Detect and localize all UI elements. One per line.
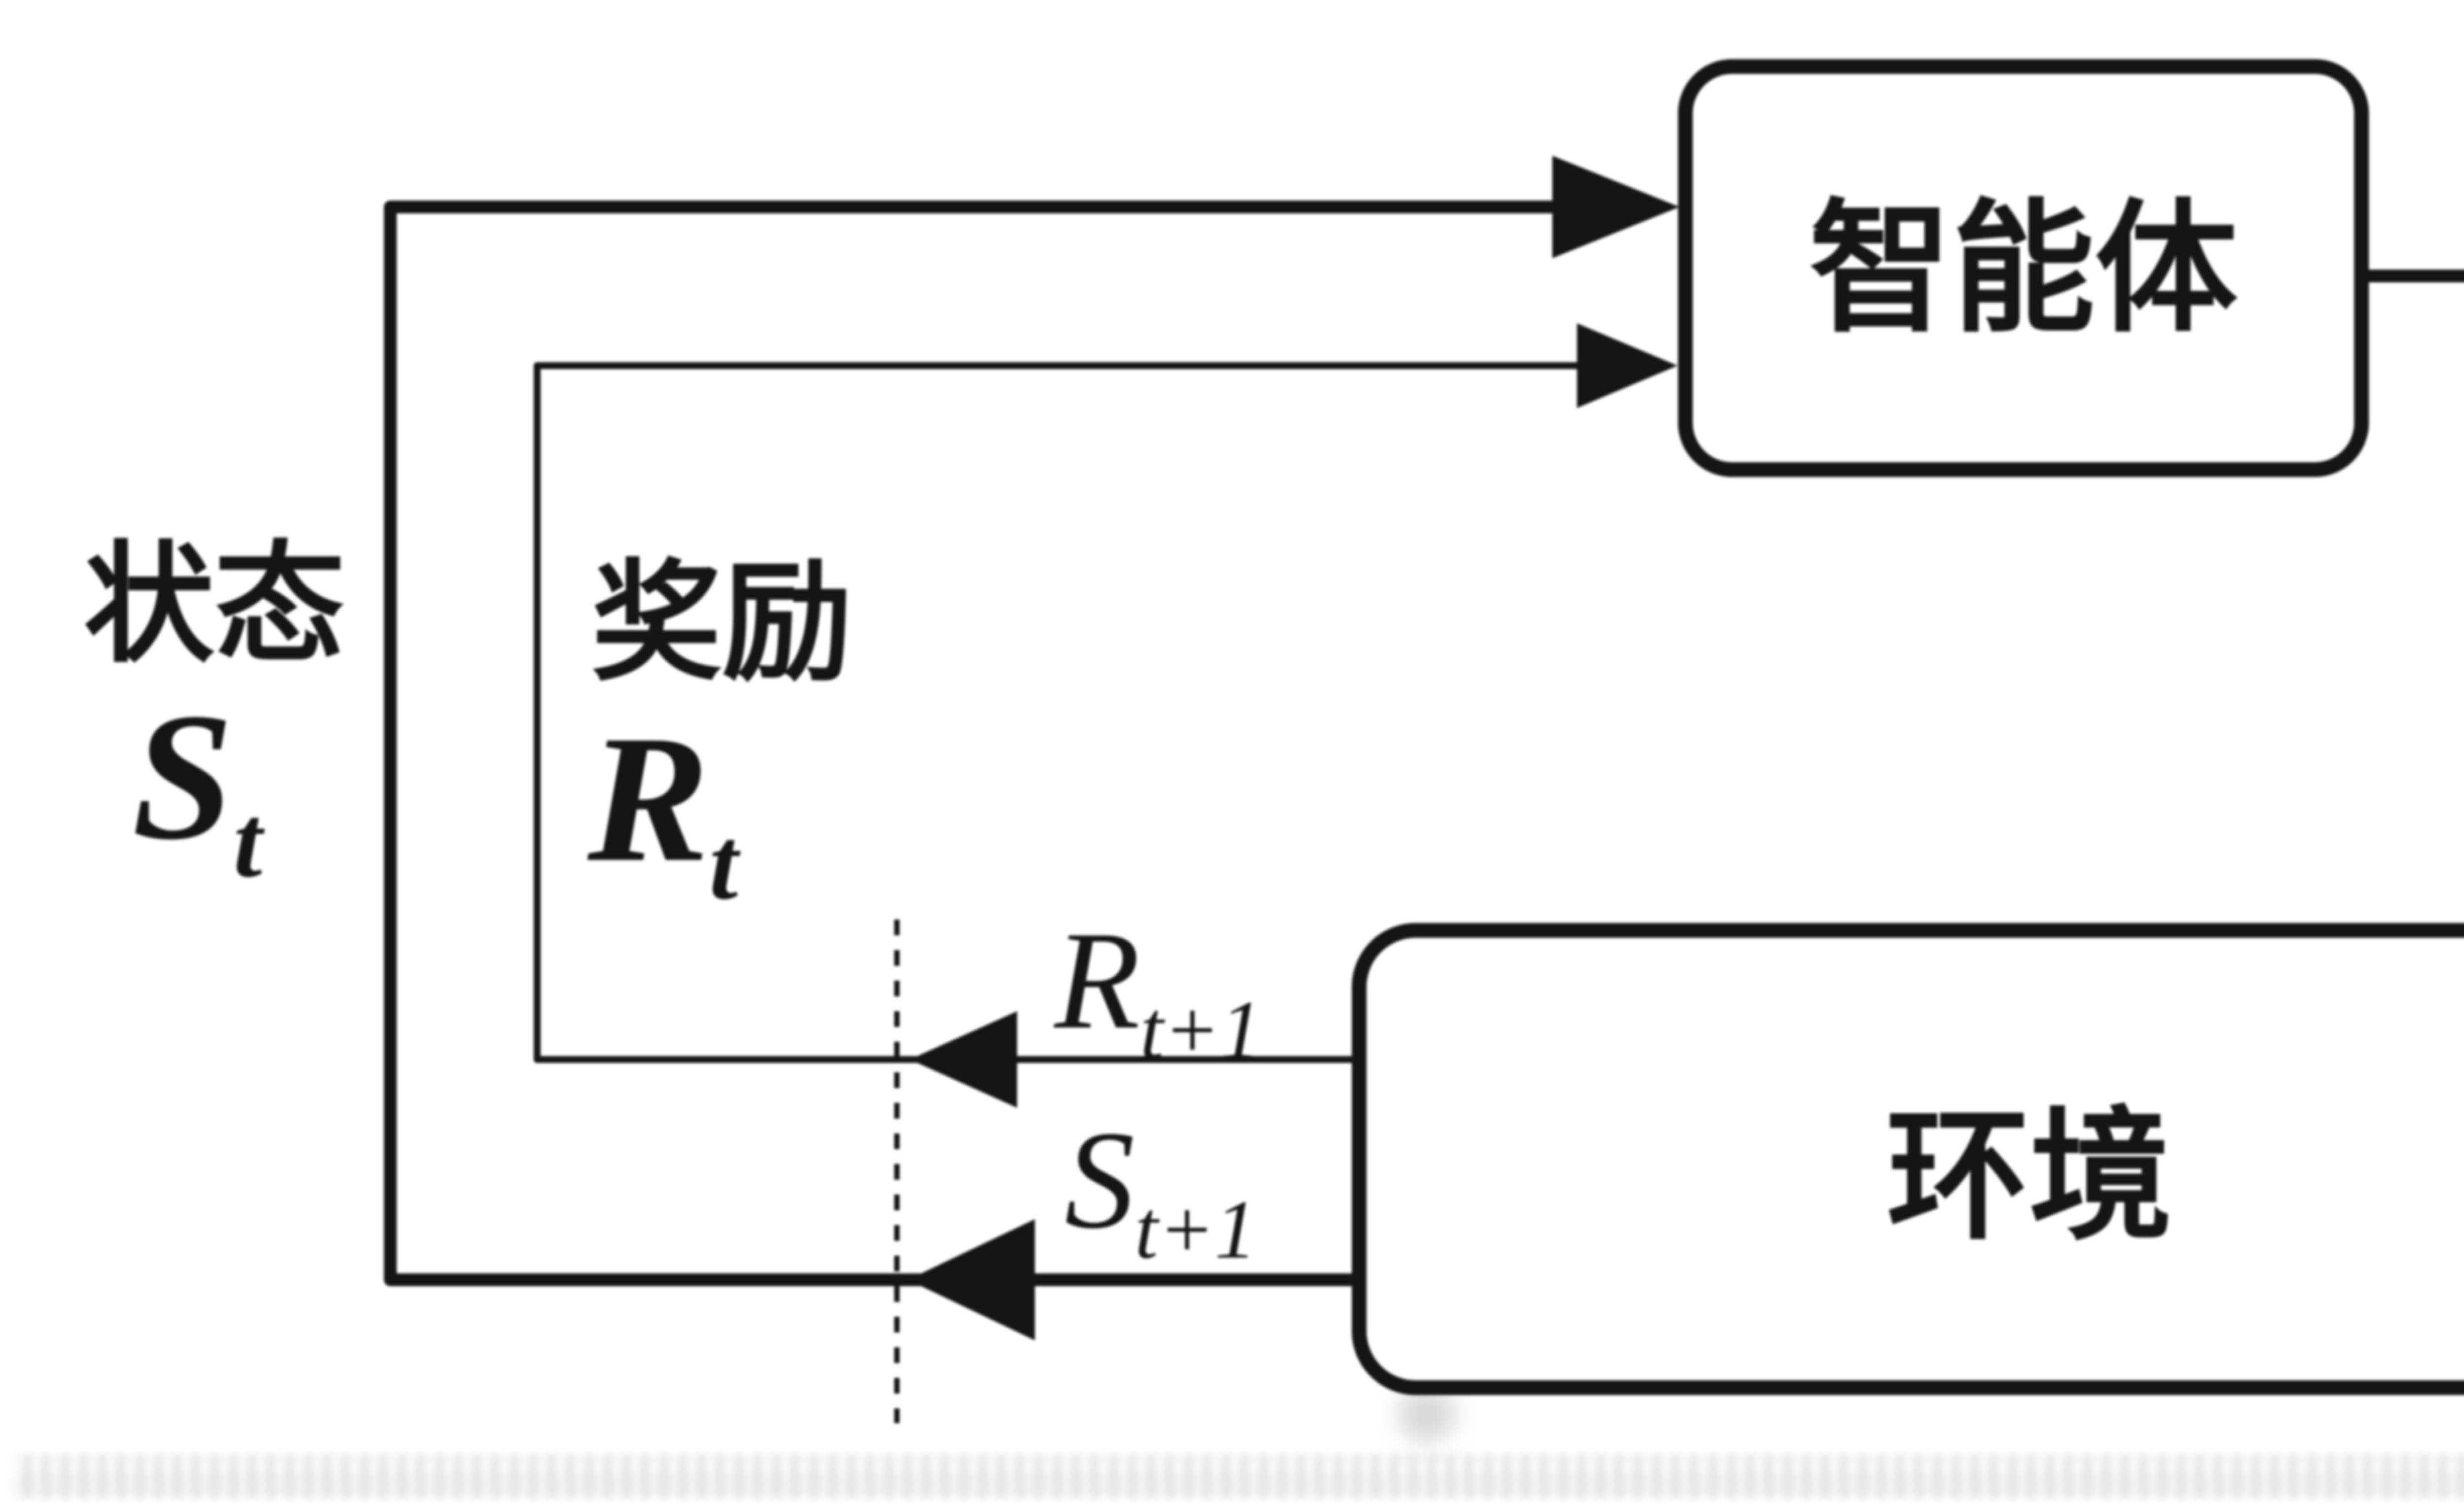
agent-label: 智能体 <box>1809 191 2238 349</box>
environment-label: 环境 <box>1886 1099 2172 1257</box>
smear-blob-left <box>1398 1386 1455 1443</box>
cropped-caption-ghost <box>15 1455 2464 1498</box>
agent-box <box>1678 59 2369 477</box>
scan-artifacts <box>15 473 2464 1498</box>
next-reward-arrowhead-icon <box>910 1011 1017 1108</box>
environment-box <box>1352 923 2464 1395</box>
reward-symbol-subscript: t <box>709 807 741 921</box>
next-state-symbol-subscript: t+1 <box>1135 1183 1257 1276</box>
next-reward-symbol: Rt+1 <box>1052 902 1262 1076</box>
state-symbol-subscript: t <box>234 785 265 899</box>
next-reward-symbol-main: R <box>1052 902 1140 1058</box>
state-symbol: St <box>132 676 265 899</box>
state-caption: 状态 <box>84 534 345 679</box>
state-flow-line <box>384 201 1602 1286</box>
reward-symbol: Rt <box>585 698 741 921</box>
reward-caption: 奖励 <box>591 552 853 697</box>
next-state-symbol-main: S <box>1064 1102 1135 1258</box>
next-reward-symbol-subscript: t+1 <box>1140 984 1262 1076</box>
state-symbol-main: S <box>132 676 234 878</box>
next-state-arrowhead-icon <box>908 1219 1035 1340</box>
next-state-symbol: St+1 <box>1064 1102 1256 1276</box>
reward-symbol-main: R <box>585 698 710 900</box>
reward-arrowhead-icon <box>1577 323 1677 408</box>
state-arrowhead-icon <box>1552 156 1679 258</box>
